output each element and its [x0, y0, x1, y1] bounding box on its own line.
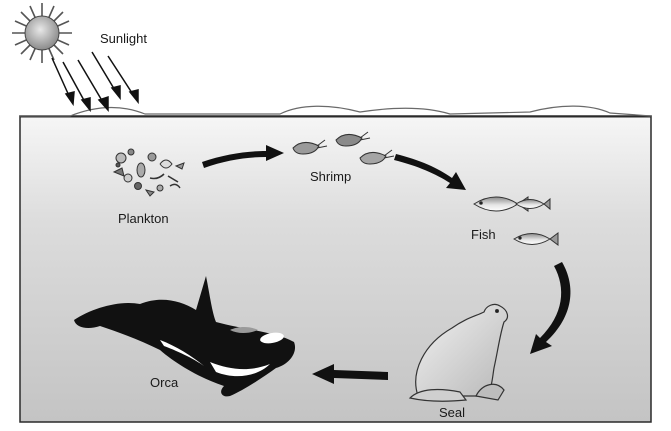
orca-label: Orca: [150, 375, 179, 390]
plankton-icon: [112, 148, 185, 197]
arrow-seal-to-orca: [312, 364, 388, 384]
fish-label: Fish: [471, 227, 496, 242]
seal-icon: [408, 303, 509, 402]
fish-icon: [473, 196, 559, 246]
seal-label: Seal: [439, 405, 465, 420]
shrimp-label: Shrimp: [310, 169, 351, 184]
arrow-plankton-to-shrimp: [202, 145, 284, 168]
shrimp-icon: [292, 131, 395, 165]
arrow-fish-to-seal: [530, 262, 571, 354]
sunlight-label: Sunlight: [100, 31, 147, 46]
sunlight-rays: [51, 51, 139, 113]
sun-icon: [12, 3, 72, 63]
orca-icon: [74, 276, 296, 397]
arrow-shrimp-to-fish: [394, 154, 466, 190]
plankton-label: Plankton: [118, 211, 169, 226]
